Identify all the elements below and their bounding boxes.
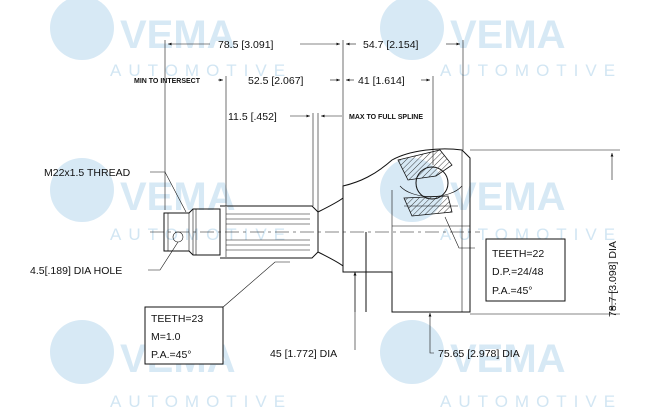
spec-box-outer: TEETH=23 M=1.0 P.A.=45°	[144, 306, 224, 365]
flange-dia-label: 75.65 [2.978] DIA	[438, 348, 520, 360]
spec-inner-dp: D.P.=24/48	[492, 266, 544, 278]
thread-label: M22x1.5 THREAD	[44, 167, 131, 179]
bell-housing	[342, 148, 471, 313]
spec-inner-teeth: TEETH=22	[492, 248, 544, 260]
splined-shaft	[220, 205, 319, 259]
watermark-logo-text: VEMA	[450, 175, 566, 219]
max-to-full-spline-label: MAX TO FULL SPLINE	[349, 114, 423, 121]
ball-circle	[415, 166, 449, 200]
spline-length-label: 11.5 [.452]	[228, 111, 277, 123]
watermark-bottom-right: VEMA AUTOMOTIVE	[380, 320, 622, 411]
watermark-sub-text: AUTOMOTIVE	[110, 392, 292, 411]
spline-lines	[225, 207, 310, 257]
watermark-mid-right: VEMA AUTOMOTIVE	[380, 158, 622, 244]
outer-length-label: 54.7 [2.154]	[363, 39, 419, 51]
watermark-mid-left: VEMA AUTOMOTIVE	[50, 158, 292, 244]
spec-outer-teeth: TEETH=23	[151, 313, 203, 325]
overall-length-label: 78.5 [3.091]	[218, 39, 274, 51]
watermark-sub-text: AUTOMOTIVE	[440, 392, 622, 411]
watermark-sub-text: AUTOMOTIVE	[110, 61, 292, 80]
min-to-intersect-label: MIN TO INTERSECT	[134, 78, 201, 85]
watermark-logo-text: VEMA	[120, 13, 236, 57]
watermark-logo-text: VEMA	[450, 337, 566, 381]
cv-joint-part	[150, 148, 480, 313]
watermark-sub-text: AUTOMOTIVE	[110, 225, 292, 244]
min-to-intersect-value: 52.5 [2.067]	[248, 75, 304, 87]
watermark-sub-text: AUTOMOTIVE	[440, 61, 622, 80]
spec-inner-pa: P.A.=45°	[492, 285, 533, 297]
body-dia-label: 45 [1.772] DIA	[270, 348, 337, 360]
watermark-sub-text: AUTOMOTIVE	[440, 225, 622, 244]
watermark-top-right: VEMA AUTOMOTIVE	[380, 0, 622, 80]
dimension-lines	[148, 40, 620, 354]
watermark-top-left: VEMA AUTOMOTIVE	[50, 0, 292, 80]
spline-to-face-label: 41 [1.614]	[358, 75, 405, 87]
spec-box-inner: TEETH=22 D.P.=24/48 P.A.=45°	[485, 238, 566, 302]
watermark-logo-text: VEMA	[450, 13, 566, 57]
spec-outer-module: M=1.0	[151, 331, 181, 343]
spec-outer-pa: P.A.=45°	[151, 349, 192, 361]
hole-label: 4.5[.189] DIA HOLE	[30, 265, 122, 277]
outer-dia-label: 78.7 [3.098] DIA	[607, 241, 619, 317]
